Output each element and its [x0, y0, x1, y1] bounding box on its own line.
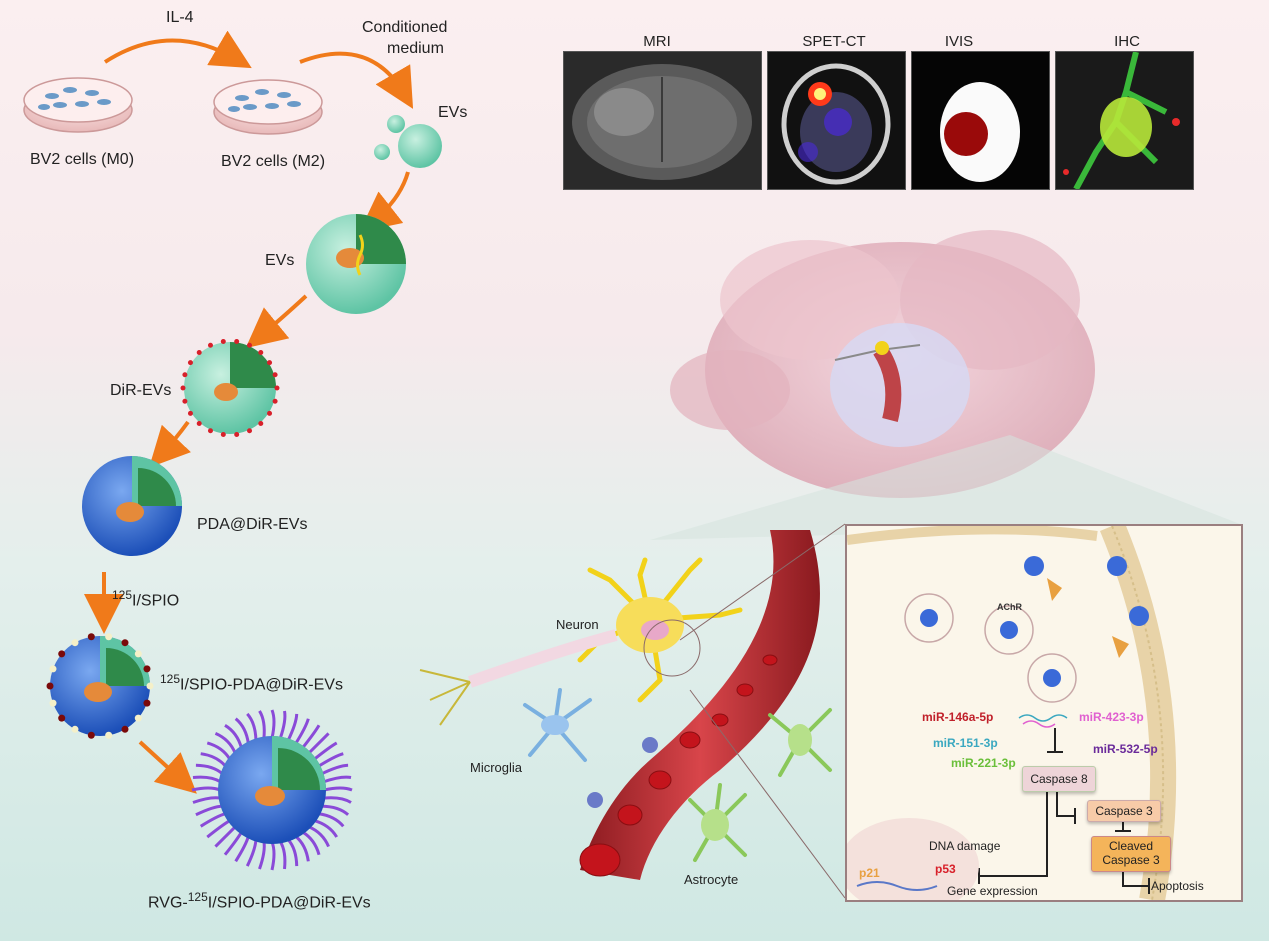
ihc-image — [1055, 51, 1194, 190]
blood-vessel — [579, 530, 820, 880]
spio-product-label: 125I/SPIO-PDA@DiR-EVs — [160, 672, 343, 694]
dna-damage-label: DNA damage — [929, 839, 1001, 853]
cleaved-line-1: Cleaved — [1108, 839, 1154, 853]
cleaved-line-2: Caspase 3 — [1102, 853, 1160, 867]
gene-expression-label: Gene expression — [947, 884, 1038, 898]
mechanism-inset: AChR miR-146a-5p miR-423-3p miR-151-3p m… — [845, 524, 1243, 902]
brain-illustration — [670, 230, 1095, 498]
rvg-product-label: RVG-125I/SPIO-PDA@DiR-EVs — [148, 890, 371, 912]
mirna-221: miR-221-3p — [951, 756, 1016, 770]
zoom-line-bottom — [689, 689, 846, 899]
workflow-arrows — [84, 30, 414, 794]
neuron-cell — [419, 557, 743, 726]
pda-ev-particle — [82, 456, 182, 556]
neuron-label: Neuron — [556, 617, 599, 632]
caspase8-box: Caspase 8 — [1022, 766, 1096, 792]
dir-evs-label: DiR-EVs — [110, 382, 172, 399]
astrocyte-cell-2 — [768, 708, 832, 777]
dir-ev-particle — [180, 338, 280, 438]
conditioned-medium-label-2: medium — [387, 40, 444, 57]
mirna-146a: miR-146a-5p — [922, 710, 994, 724]
ev-small-2 — [374, 144, 390, 160]
spio-step-label: 125I/SPIO — [112, 588, 180, 610]
p53-label: p53 — [935, 862, 956, 876]
ev-small-1 — [387, 115, 405, 133]
microglia-label: Microglia — [470, 760, 523, 775]
dish-m2 — [213, 79, 323, 135]
caspase3-box: Caspase 3 — [1087, 800, 1161, 822]
mirna-151: miR-151-3p — [933, 736, 998, 750]
mri-title: MRI — [643, 33, 671, 50]
zoom-wedge — [650, 435, 1240, 540]
cleaved-caspase3-box: Cleaved Caspase 3 — [1091, 836, 1171, 872]
il4-label: IL-4 — [166, 9, 194, 26]
rvg-ev-particle — [191, 709, 353, 871]
pda-dir-evs-label: PDA@DiR-EVs — [197, 516, 308, 533]
astrocyte-cell — [688, 783, 747, 862]
evs-label-small: EVs — [438, 104, 468, 121]
astrocyte-label: Astrocyte — [684, 872, 739, 887]
mirna-423: miR-423-3p — [1079, 710, 1144, 724]
ivis-title: IVIS — [944, 33, 974, 50]
bv2-m0-label: BV2 cells (M0) — [30, 151, 135, 168]
apoptosis-label: Apoptosis — [1151, 879, 1204, 893]
inset-drawing — [847, 526, 1177, 900]
zoom-line-top — [679, 523, 846, 641]
achr-label: AChR — [997, 602, 1022, 612]
p21-label: p21 — [859, 866, 880, 880]
spetct-title: SPET-CT — [802, 33, 866, 50]
evs-label: EVs — [265, 252, 295, 269]
spetct-image — [767, 51, 906, 190]
mirna-532: miR-532-5p — [1093, 742, 1158, 756]
spio-ev-particle — [46, 633, 154, 739]
bv2-m2-label: BV2 cells (M2) — [221, 153, 326, 170]
dish-m0 — [23, 77, 133, 133]
microglia-cell — [523, 688, 592, 762]
zoom-circle — [643, 619, 701, 677]
ev-particle — [306, 214, 406, 314]
mri-image — [563, 51, 762, 190]
ev-medium — [398, 124, 442, 168]
ivis-image — [911, 51, 1050, 190]
ihc-title: IHC — [1114, 33, 1140, 50]
conditioned-medium-label-1: Conditioned — [362, 19, 448, 36]
